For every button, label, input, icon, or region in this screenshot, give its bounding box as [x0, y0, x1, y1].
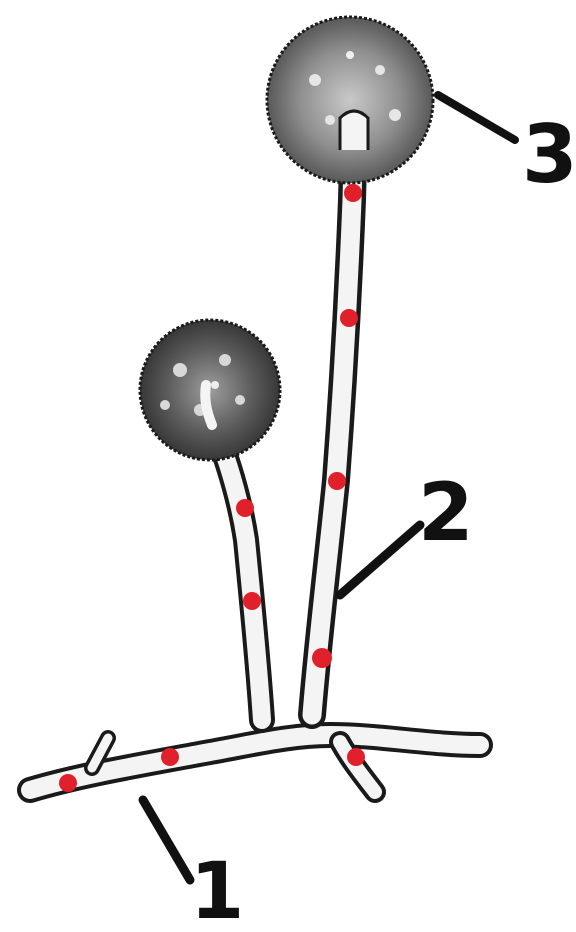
septum-marker [243, 592, 261, 610]
septum-marker [236, 499, 254, 517]
callout-line-3 [438, 95, 515, 140]
septum-marker [312, 648, 332, 668]
label-2: 2 [418, 466, 474, 559]
septum-marker [328, 472, 346, 490]
sporangiophore-short [212, 420, 262, 720]
sporangiophore-tall [312, 125, 354, 715]
septum-marker [59, 774, 77, 792]
hypha-horizontal [30, 735, 480, 792]
label-3: 3 [522, 108, 576, 201]
septum-marker [161, 748, 179, 766]
septum-marker [344, 184, 362, 202]
septum-marker [340, 309, 358, 327]
label-1: 1 [190, 847, 244, 932]
sporangium-small [140, 320, 280, 460]
septum-marker [347, 748, 365, 766]
callout-line-2 [340, 525, 420, 595]
sporangium-large [267, 17, 433, 183]
callout-line-1 [143, 800, 190, 880]
